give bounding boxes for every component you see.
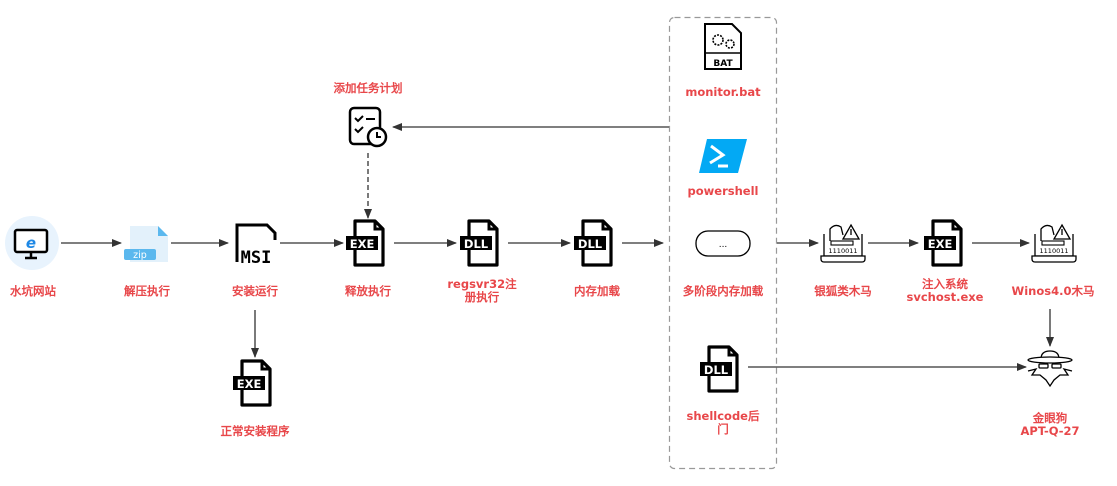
exe-file-icon: EXE <box>233 359 272 407</box>
exe-file-icon: EXE <box>924 219 963 267</box>
dll-file-icon: DLL <box>460 219 499 267</box>
dll-tag: DLL <box>578 237 603 251</box>
label-apt-2: APT-Q-27 <box>1020 424 1079 438</box>
trojan-laptop-icon: 1110011 <box>1031 223 1077 263</box>
svg-text:e: e <box>26 234 36 252</box>
node-regsvr: DLL regsvr32注 册执行 <box>447 219 517 304</box>
node-task: 添加任务计划 <box>334 81 403 148</box>
label-shellcode-2: 门 <box>717 422 729 436</box>
label-release: 释放执行 <box>345 284 391 298</box>
label-svchost-1: 注入系统 <box>922 277 968 291</box>
node-install: MSI 安装运行 <box>232 223 278 298</box>
label-regsvr-1: regsvr32注 <box>447 277 517 291</box>
binary-text: 1110011 <box>829 247 858 255</box>
label-unzip: 解压执行 <box>124 284 170 298</box>
ellipsis-box <box>695 230 751 257</box>
exe-tag: EXE <box>928 237 953 251</box>
node-normal-install: EXE 正常安装程序 <box>221 359 290 438</box>
node-silverfox: 1110011 银狐类木马 <box>814 223 872 298</box>
monitor-ie-icon: e <box>5 216 59 270</box>
label-apt-1: 金眼狗 <box>1032 411 1068 425</box>
node-unzip: zip 解压执行 <box>124 226 170 298</box>
label-powershell: powershell <box>688 184 759 198</box>
trojan-laptop-icon: 1110011 <box>820 223 866 263</box>
exe-file-icon: EXE <box>346 219 385 267</box>
label-winos: Winos4.0木马 <box>1012 284 1095 298</box>
label-multistage: 多阶段内存加载 <box>683 284 764 298</box>
dll-tag: DLL <box>464 237 489 251</box>
node-monitor-bat: BAT monitor.bat <box>685 23 761 99</box>
bat-file-icon: BAT <box>704 23 742 70</box>
multistage-container <box>668 16 778 470</box>
label-regsvr-2: 册执行 <box>465 290 500 304</box>
node-apt: 金眼狗 APT-Q-27 <box>1020 350 1080 438</box>
ellipsis-text: ... <box>719 240 728 250</box>
label-monitor-bat: monitor.bat <box>685 85 761 99</box>
node-svchost: EXE 注入系统 svchost.exe <box>907 219 984 304</box>
node-memload: DLL 内存加载 <box>574 219 620 298</box>
powershell-icon <box>699 139 747 173</box>
label-watering-hole: 水坑网站 <box>10 284 56 298</box>
node-release: EXE 释放执行 <box>345 219 391 298</box>
edges <box>61 123 1054 371</box>
label-memload: 内存加载 <box>574 284 620 298</box>
label-task: 添加任务计划 <box>334 81 403 95</box>
node-multistage: ... 多阶段内存加载 <box>683 230 764 298</box>
node-shellcode: DLL shellcode后 门 <box>687 345 760 436</box>
binary-text: 1110011 <box>1040 247 1069 255</box>
zip-file-icon: zip <box>124 226 168 262</box>
dll-file-icon: DLL <box>700 345 739 393</box>
dll-tag: DLL <box>704 363 729 377</box>
label-svchost-2: svchost.exe <box>907 290 984 304</box>
label-normal-install: 正常安装程序 <box>221 424 290 438</box>
node-powershell: powershell <box>688 139 759 198</box>
task-schedule-icon <box>348 106 388 148</box>
dll-file-icon: DLL <box>574 219 613 267</box>
label-install: 安装运行 <box>232 284 278 298</box>
node-winos: 1110011 Winos4.0木马 <box>1012 223 1095 298</box>
msi-tag: MSI <box>241 248 272 268</box>
zip-tag: zip <box>133 250 147 261</box>
exe-tag: EXE <box>237 377 262 391</box>
label-shellcode-1: shellcode后 <box>687 409 760 423</box>
exe-tag: EXE <box>350 237 375 251</box>
spy-icon <box>1027 350 1073 388</box>
node-watering-hole: e 水坑网站 <box>5 216 59 298</box>
msi-file-icon: MSI <box>235 223 277 268</box>
bat-tag: BAT <box>713 59 733 69</box>
label-silverfox: 银狐类木马 <box>814 284 872 298</box>
